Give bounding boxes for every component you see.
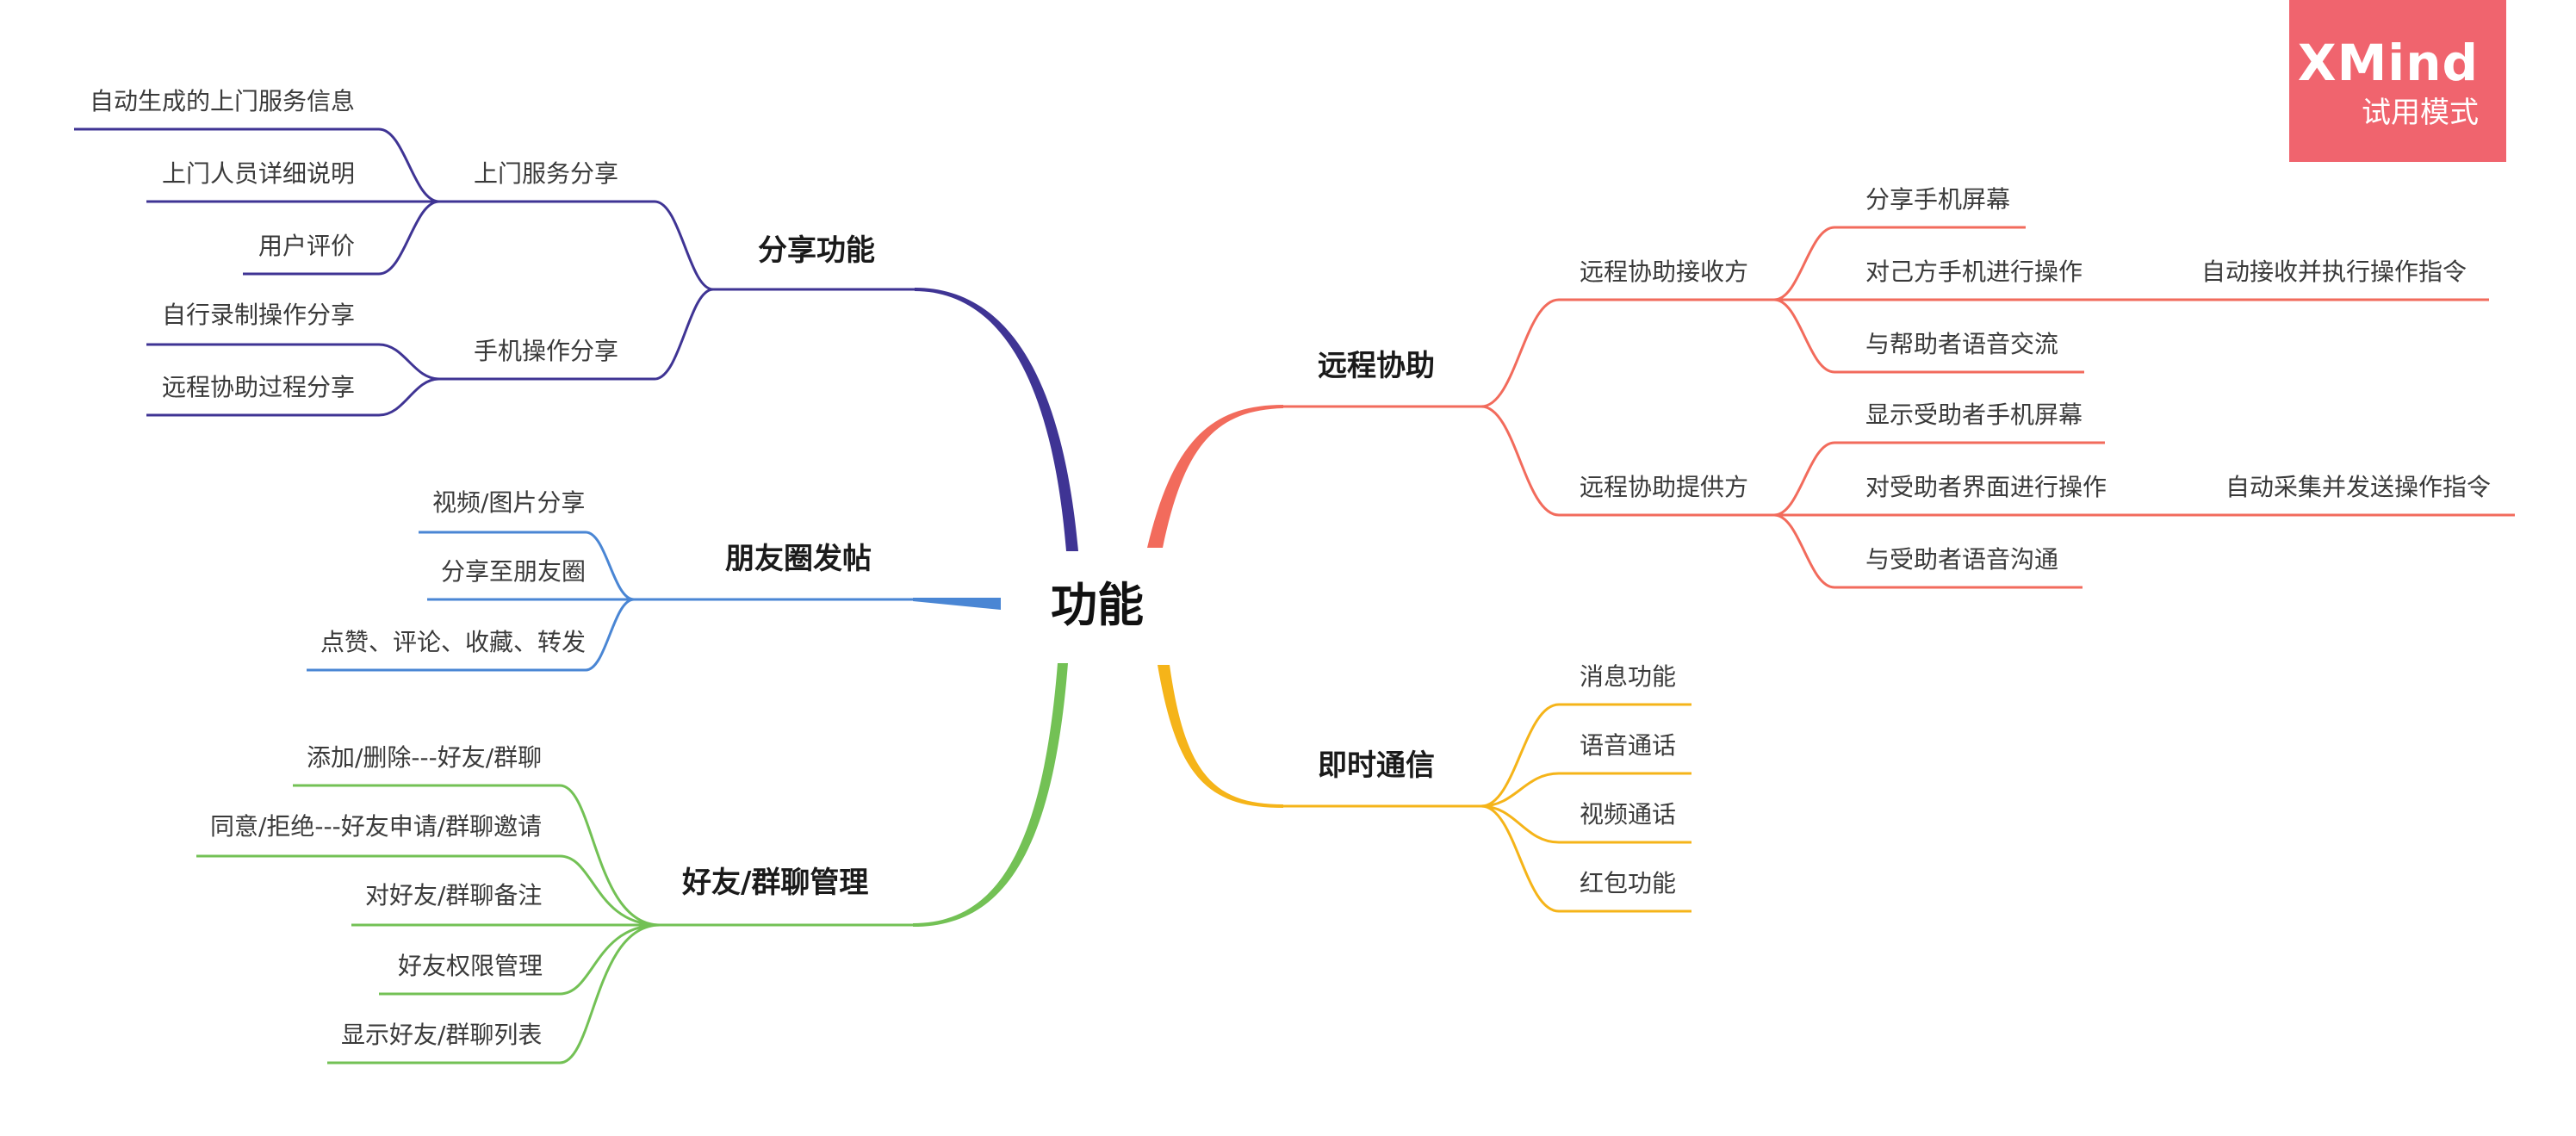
branch-moments-trunk xyxy=(913,598,1001,610)
topic-moments[interactable]: 朋友圈发帖 xyxy=(725,542,872,576)
topic-friends-item[interactable]: 显示好友/群聊列表 xyxy=(341,1021,543,1049)
topic-share-phone-item[interactable]: 自行录制操作分享 xyxy=(162,301,356,329)
topic-remote-provider-item[interactable]: 显示受助者手机屏幕 xyxy=(1865,400,2083,429)
branch-im-trunk xyxy=(1158,665,1283,808)
topic-share-onsite[interactable]: 上门服务分享 xyxy=(474,159,619,188)
trial-mode-text: 试用模式 xyxy=(2362,96,2479,130)
remote-connectors xyxy=(1480,226,2515,589)
topic-moments-item[interactable]: 分享至朋友圈 xyxy=(441,557,587,586)
branch-friends-trunk xyxy=(913,663,1068,927)
xmind-trial-badge: XMind 试用模式 xyxy=(2289,0,2506,162)
branch-share-trunk xyxy=(915,288,1078,551)
topic-friends[interactable]: 好友/群聊管理 xyxy=(682,866,869,900)
topic-moments-item[interactable]: 视频/图片分享 xyxy=(432,488,586,517)
topic-remote-receiver-item[interactable]: 对己方手机进行操作 xyxy=(1865,258,2083,286)
topic-friends-item[interactable]: 好友权限管理 xyxy=(398,952,543,980)
topic-share[interactable]: 分享功能 xyxy=(758,233,875,268)
branch-remote-trunk xyxy=(1147,405,1283,548)
friends-connectors xyxy=(196,784,661,1065)
topic-remote[interactable]: 远程协助 xyxy=(1318,349,1435,383)
topic-share-phone-item[interactable]: 远程协助过程分享 xyxy=(162,373,356,401)
topic-friends-item[interactable]: 同意/拒绝---好友申请/群聊邀请 xyxy=(210,812,543,841)
xmind-brand-text: XMind xyxy=(2297,34,2479,92)
topic-share-phone[interactable]: 手机操作分享 xyxy=(474,337,619,365)
topic-share-onsite-item[interactable]: 自动生成的上门服务信息 xyxy=(90,87,356,115)
im-connectors xyxy=(1480,703,1691,913)
topic-friends-item[interactable]: 对好友/群聊备注 xyxy=(365,881,543,909)
topic-remote-receiver-detail[interactable]: 自动接收并执行操作指令 xyxy=(2201,258,2467,286)
topic-friends-item[interactable]: 添加/删除---好友/群聊 xyxy=(307,743,543,772)
topic-im-item[interactable]: 消息功能 xyxy=(1580,662,1677,691)
moments-connectors xyxy=(307,531,635,672)
share-connectors xyxy=(74,127,714,417)
topic-remote-receiver-item[interactable]: 与帮助者语音交流 xyxy=(1865,330,2059,358)
topic-im[interactable]: 即时通信 xyxy=(1318,748,1435,783)
topic-remote-provider-item[interactable]: 与受助者语音沟通 xyxy=(1865,545,2059,574)
topic-remote-provider-detail[interactable]: 自动采集并发送操作指令 xyxy=(2225,473,2492,501)
root-topic[interactable]: 功能 xyxy=(1051,578,1144,632)
topic-moments-item[interactable]: 点赞、评论、收藏、转发 xyxy=(320,628,587,656)
topic-remote-receiver-item[interactable]: 分享手机屏幕 xyxy=(1865,185,2011,214)
topic-share-onsite-item[interactable]: 上门人员详细说明 xyxy=(162,159,356,188)
topic-remote-provider[interactable]: 远程协助提供方 xyxy=(1580,473,1749,501)
topic-share-onsite-item[interactable]: 用户评价 xyxy=(258,232,356,260)
topic-im-item[interactable]: 语音通话 xyxy=(1580,731,1677,760)
topic-im-item[interactable]: 红包功能 xyxy=(1580,869,1677,897)
topic-remote-provider-item[interactable]: 对受助者界面进行操作 xyxy=(1865,473,2107,501)
topic-remote-receiver[interactable]: 远程协助接收方 xyxy=(1580,258,1749,286)
topic-im-item[interactable]: 视频通话 xyxy=(1580,800,1677,829)
